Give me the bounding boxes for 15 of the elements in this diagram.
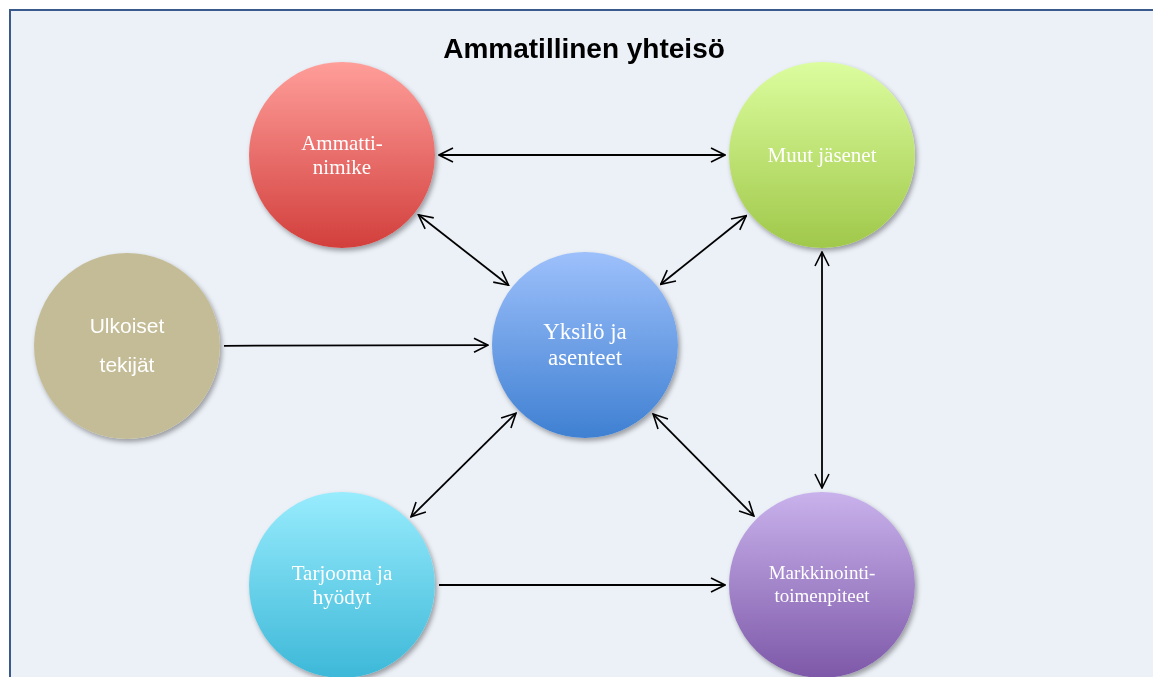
node-label: Yksilö ja asenteet	[542, 318, 628, 372]
node-label: Markkinointi- toimenpiteet	[767, 562, 877, 608]
arrow	[417, 213, 510, 287]
node-label: Ulkoiset tekijät	[88, 313, 166, 378]
arrow	[223, 337, 489, 354]
arrow	[438, 147, 726, 163]
arrow	[652, 413, 755, 517]
arrow	[659, 214, 748, 286]
arrow	[410, 412, 517, 518]
diagram-title: Ammatillinen yhteisö	[442, 33, 726, 65]
node-label: Ammatti- nimike	[300, 130, 384, 180]
arrow	[438, 577, 726, 593]
node-label: Tarjooma ja hyödyt	[290, 560, 394, 610]
arrow	[814, 251, 830, 489]
node-label: Muut jäsenet	[767, 142, 877, 168]
